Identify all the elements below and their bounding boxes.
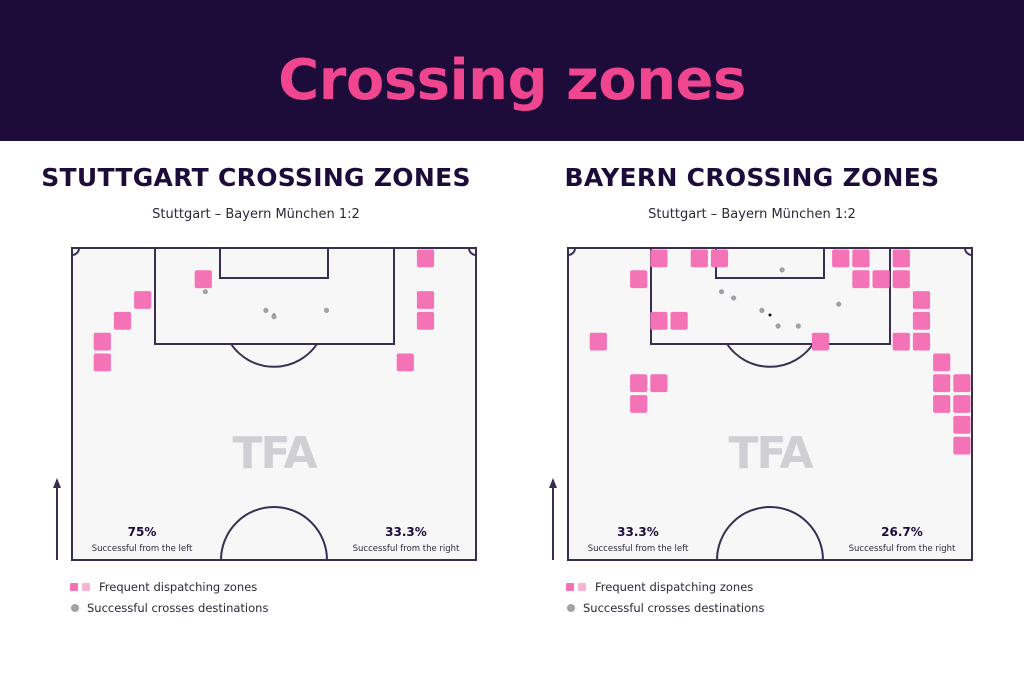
dispatch-zone	[811, 332, 830, 351]
dispatch-zone	[892, 270, 910, 289]
pitch-outline	[71, 247, 477, 561]
dispatch-zone	[113, 311, 132, 330]
dispatch-zone	[670, 311, 688, 330]
dispatch-zone	[93, 353, 111, 372]
corner-arc	[567, 247, 576, 256]
dispatch-zone	[912, 291, 931, 309]
dispatch-zone	[416, 311, 435, 330]
direction-arrow-head	[549, 478, 557, 488]
pitch-chart: TFA 75% Successful from the left 33.3% Succe…	[53, 247, 477, 615]
penalty-arc	[230, 343, 318, 368]
legend-destination-dot	[567, 604, 575, 612]
penalty-arc	[726, 343, 814, 368]
legend-zone-swatch	[70, 583, 78, 591]
dispatch-zone	[93, 332, 111, 351]
bayern-panel: BAYERN CROSSING ZONES Stuttgart – Bayern…	[496, 141, 1008, 683]
dispatch-zone	[416, 291, 435, 309]
dispatch-zone	[912, 311, 931, 330]
dispatch-zone	[194, 270, 212, 289]
center-circle	[220, 506, 328, 561]
dispatch-zone	[953, 436, 971, 455]
dispatch-zone	[852, 249, 870, 268]
penalty-box	[154, 248, 395, 345]
legend-zone-swatch-light	[578, 583, 586, 591]
six-yard-box	[219, 248, 329, 279]
cross-destination	[263, 307, 269, 313]
dispatch-zone	[650, 374, 668, 393]
panel-title: STUTTGART CROSSING ZONES	[41, 163, 471, 192]
panel-title: BAYERN CROSSING ZONES	[564, 163, 940, 192]
pitch-chart: TFA 33.3% Successful from the left 26.7% Suc…	[549, 247, 973, 615]
legend-zones-label: Frequent dispatching zones	[595, 580, 753, 594]
dispatch-zone	[852, 270, 870, 289]
dispatch-zone	[933, 395, 951, 413]
left-success-value: 33.3%	[617, 525, 659, 539]
dispatch-zone	[416, 249, 435, 268]
cross-destination	[323, 307, 330, 313]
dispatch-zone	[953, 415, 971, 434]
dispatch-zone	[953, 374, 971, 393]
left-success-value: 75%	[128, 525, 157, 539]
penalty-box	[650, 248, 891, 345]
cross-destination	[779, 267, 785, 273]
dispatch-zone	[912, 332, 931, 351]
corner-arc	[964, 247, 973, 256]
center-circle	[716, 506, 824, 561]
dispatch-zone	[630, 374, 648, 393]
legend-destinations-label: Successful crosses destinations	[87, 601, 268, 615]
right-success-label: Successful from the right	[849, 544, 956, 554]
left-success-label: Successful from the left	[588, 544, 689, 554]
corner-arc	[71, 247, 80, 256]
cross-destination	[202, 289, 208, 295]
penalty-spot	[768, 313, 772, 317]
right-success-value: 33.3%	[385, 525, 427, 539]
cross-destination	[836, 301, 842, 307]
cross-destination	[718, 289, 725, 295]
cross-destination	[271, 314, 277, 320]
dispatch-zone	[589, 332, 607, 351]
dispatch-zone	[892, 249, 910, 268]
left-success-label: Successful from the left	[92, 544, 193, 554]
direction-arrow-head	[53, 478, 61, 488]
dispatch-zone	[933, 374, 951, 393]
corner-arc	[468, 247, 477, 256]
dispatch-zone	[953, 395, 971, 413]
pitch-outline	[567, 247, 973, 561]
cross-destination	[775, 323, 781, 329]
legend-zone-swatch-light	[82, 583, 90, 591]
page-title: Crossing zones	[278, 48, 746, 113]
dispatch-zone	[630, 270, 648, 289]
right-success-value: 26.7%	[881, 525, 923, 539]
dispatch-zone	[892, 332, 910, 351]
cross-destination	[795, 323, 801, 329]
dispatch-zone	[134, 291, 152, 309]
watermark-logo: TFA	[232, 428, 317, 479]
dispatch-zone	[396, 353, 414, 372]
dispatch-zone	[650, 249, 668, 268]
legend-destination-dot	[71, 604, 79, 612]
legend-destinations-label: Successful crosses destinations	[583, 601, 764, 615]
stuttgart-panel: STUTTGART CROSSING ZONES Stuttgart – Bay…	[0, 141, 512, 683]
match-subtitle: Stuttgart – Bayern München 1:2	[648, 207, 856, 222]
dispatch-zone	[872, 270, 890, 289]
legend-zones-label: Frequent dispatching zones	[99, 580, 257, 594]
cross-destination	[759, 307, 765, 313]
right-success-label: Successful from the right	[353, 544, 460, 554]
dispatch-zone	[650, 311, 668, 330]
dispatch-zone	[710, 249, 729, 268]
dispatch-zone	[690, 249, 708, 268]
match-subtitle: Stuttgart – Bayern München 1:2	[152, 207, 360, 222]
cross-destination	[731, 295, 737, 301]
watermark-logo: TFA	[728, 428, 813, 479]
legend-zone-swatch	[566, 583, 574, 591]
dispatch-zone	[630, 395, 648, 413]
dispatch-zone	[933, 353, 951, 372]
dispatch-zone	[832, 249, 850, 268]
header-banner: Crossing zones	[0, 0, 1024, 141]
